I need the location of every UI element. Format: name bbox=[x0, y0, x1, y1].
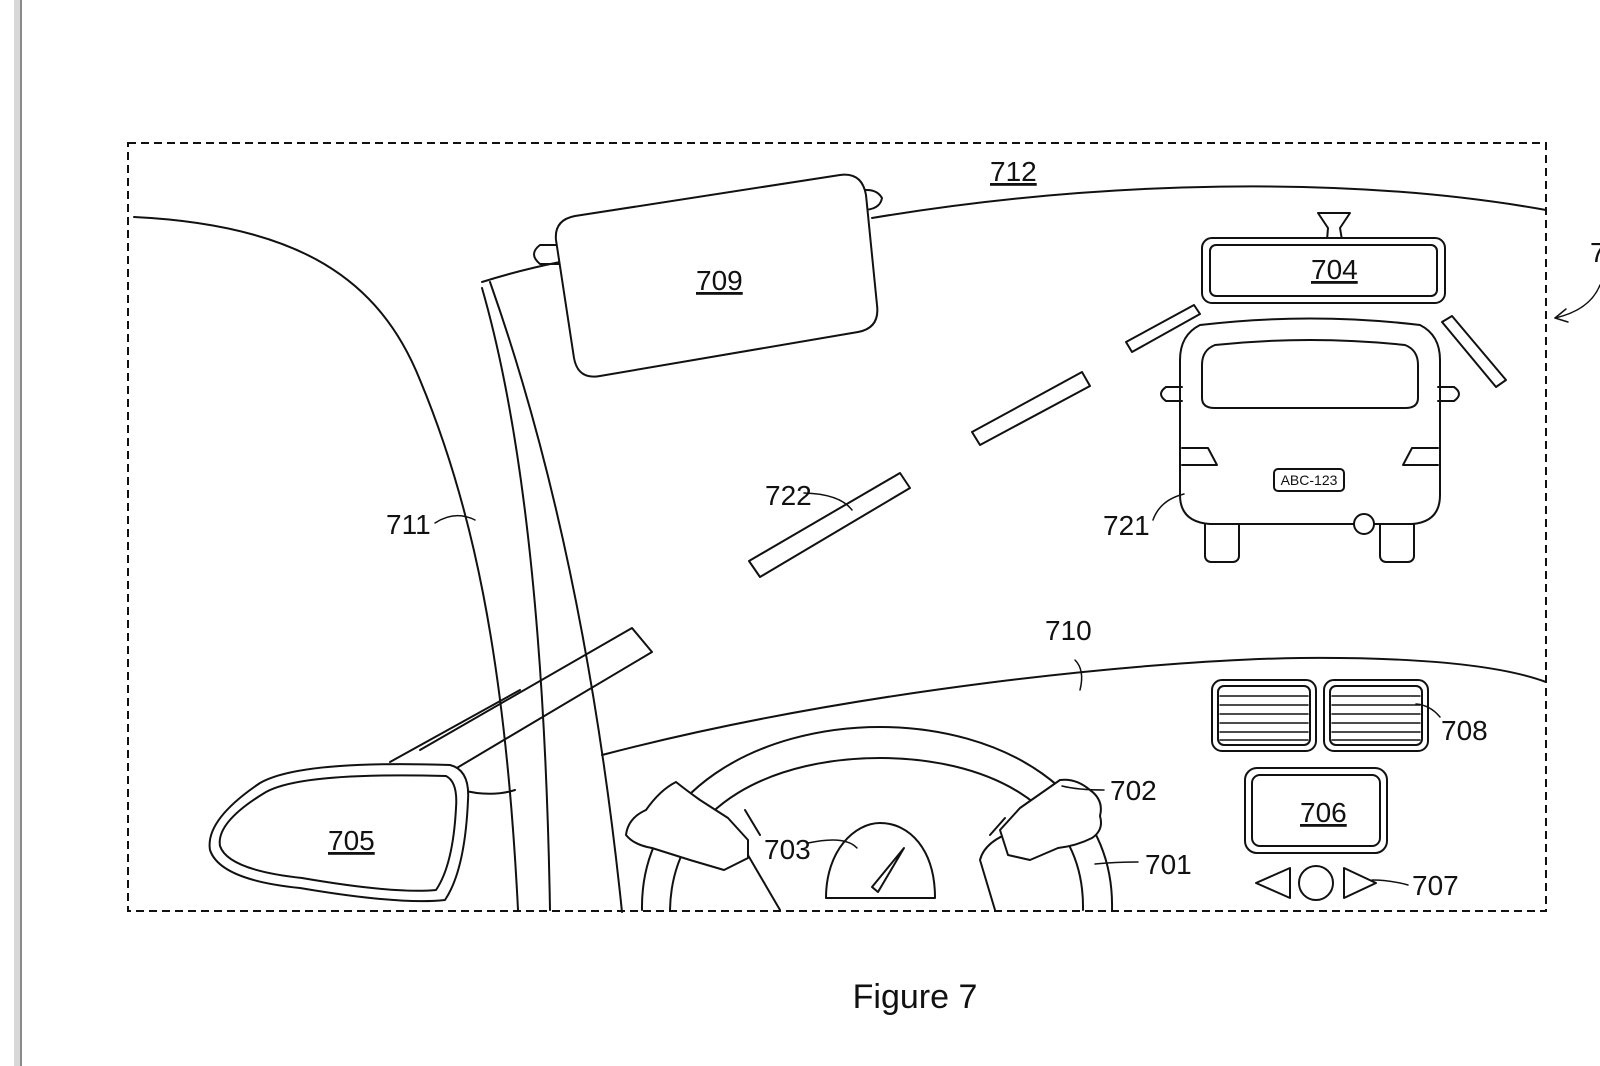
label-721: 721 bbox=[1103, 510, 1150, 541]
mirror-lower-line bbox=[461, 789, 516, 795]
label-708: 708 bbox=[1441, 715, 1488, 746]
rearview-mirror bbox=[1201, 212, 1446, 304]
side-mirror bbox=[208, 763, 470, 903]
leader-lines bbox=[434, 284, 1600, 886]
label-701: 701 bbox=[1145, 849, 1192, 880]
dashed-frame bbox=[127, 142, 1547, 912]
lane-mark-c bbox=[1125, 304, 1201, 353]
label-703: 703 bbox=[764, 834, 811, 865]
hand-right bbox=[999, 778, 1102, 861]
label-706: 706 bbox=[1300, 797, 1347, 828]
lane-mark-b bbox=[971, 371, 1091, 446]
air-vents bbox=[1211, 679, 1429, 752]
lane-mark-a bbox=[748, 472, 911, 578]
a-pillar-left bbox=[481, 287, 551, 911]
center-display bbox=[1244, 767, 1388, 854]
license-plate-text: ABC-123 bbox=[1281, 472, 1338, 488]
label-705: 705 bbox=[328, 825, 375, 856]
leading-vehicle: ABC-123 bbox=[1160, 317, 1460, 563]
control-buttons bbox=[1255, 865, 1377, 901]
sun-visor bbox=[533, 173, 883, 378]
label-704: 704 bbox=[1311, 254, 1358, 285]
page-left-edge bbox=[0, 0, 22, 1066]
label-edge: 7 bbox=[1590, 237, 1600, 268]
label-711: 711 bbox=[386, 509, 431, 540]
windshield-top-edge-right bbox=[871, 185, 1547, 219]
hand-left bbox=[625, 781, 749, 871]
label-709: 709 bbox=[696, 265, 743, 296]
label-710: 710 bbox=[1045, 615, 1092, 646]
figure-caption: Figure 7 bbox=[853, 978, 978, 1016]
label-702: 702 bbox=[1110, 775, 1157, 806]
lane-mark-d bbox=[1441, 315, 1507, 388]
side-window-curve bbox=[133, 216, 519, 911]
mirror-arm bbox=[389, 627, 653, 776]
a-pillar-right bbox=[489, 281, 623, 913]
label-722: 722 bbox=[765, 480, 812, 511]
dashboard-top-edge bbox=[601, 656, 1547, 756]
label-712: 712 bbox=[990, 156, 1037, 187]
label-707: 707 bbox=[1412, 870, 1459, 901]
speedometer bbox=[825, 822, 936, 899]
